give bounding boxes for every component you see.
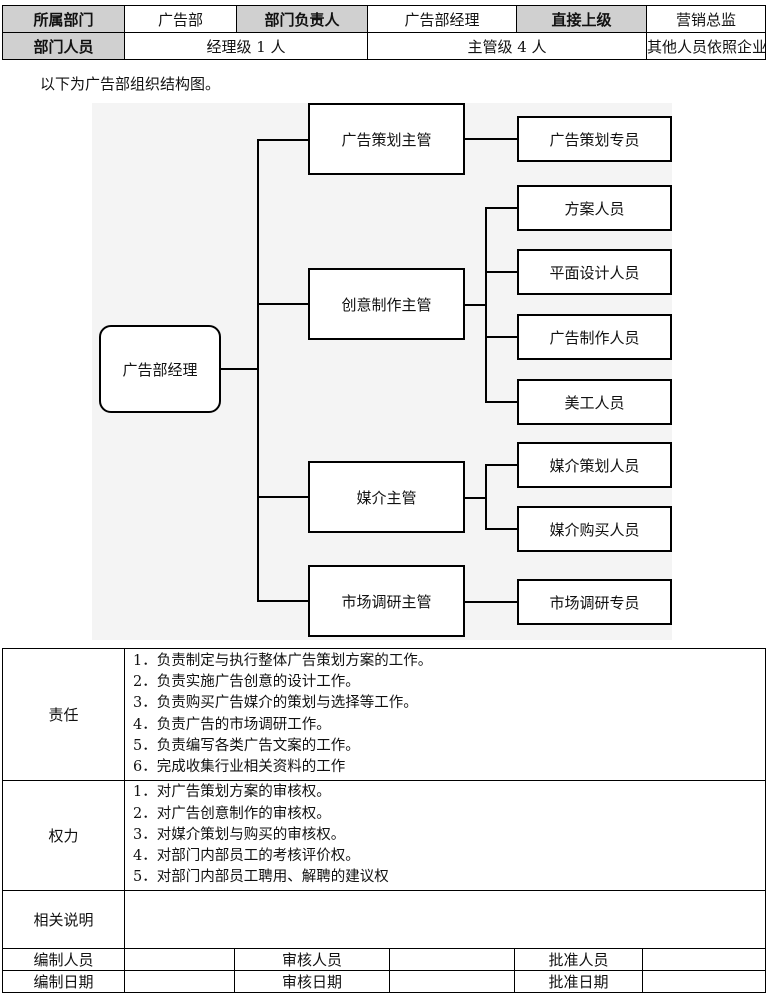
connector-line: [485, 464, 487, 530]
responsibility-list: 1．负责制定与执行整体广告策划方案的工作。 2．负责实施广告创意的设计工作。 3…: [123, 648, 767, 781]
connector-line: [257, 139, 308, 141]
connector-line: [465, 138, 517, 140]
dept-value: 广告部: [124, 5, 237, 33]
connector-line: [257, 496, 308, 498]
supervisor-box: 广告策划主管: [308, 103, 465, 175]
other-staff: 其他人员依照企业情况编制: [646, 32, 766, 60]
list-item: 1．对广告策划方案的审核权。: [133, 784, 331, 801]
list-item: 4．对部门内部员工的考核评价权。: [133, 848, 360, 865]
dept-label: 所属部门: [2, 5, 125, 33]
list-item: 5．负责编写各类广告文案的工作。: [133, 737, 360, 754]
list-item: 4．负责广告的市场调研工作。: [133, 716, 331, 733]
org-chart: 广告部经理 广告策划主管 创意制作主管 媒介主管 市场调研主管 广告策划专员 方…: [92, 103, 672, 640]
approved-by-label: 批准人员: [514, 948, 643, 971]
connector-line: [257, 139, 259, 601]
connector-line: [485, 528, 517, 530]
intro-text: 以下为广告部组织结构图。: [40, 75, 221, 93]
prepared-date-value: [124, 970, 235, 993]
org-root-box: 广告部经理: [99, 325, 221, 413]
supervisor-box: 媒介主管: [308, 461, 465, 533]
list-item: 1．负责制定与执行整体广告策划方案的工作。: [133, 652, 433, 669]
reviewed-date-value: [389, 970, 515, 993]
connector-line: [485, 271, 517, 273]
connector-line: [485, 207, 487, 403]
staff-box: 广告制作人员: [517, 314, 672, 360]
notes-value: [123, 890, 767, 949]
staff-box: 媒介购买人员: [517, 506, 672, 552]
connector-line: [257, 600, 308, 602]
duties-table: 责任 1．负责制定与执行整体广告策划方案的工作。 2．负责实施广告创意的设计工作…: [2, 648, 767, 993]
department-info-table: 所属部门 广告部 部门负责人 广告部经理 直接上级 营销总监 部门人员 经理级 …: [2, 5, 766, 60]
approved-date-label: 批准日期: [514, 970, 643, 993]
notes-label: 相关说明: [2, 890, 125, 949]
connector-line: [465, 601, 517, 603]
approved-date-value: [641, 970, 767, 993]
connector-line: [485, 401, 517, 403]
direct-superior-label: 直接上级: [516, 5, 647, 33]
list-item: 6．完成收集行业相关资料的工作: [133, 758, 346, 775]
reviewed-date-label: 审核日期: [234, 970, 390, 993]
connector-line: [485, 207, 517, 209]
manager-count: 经理级 1 人: [124, 32, 368, 60]
staff-box: 媒介策划人员: [517, 442, 672, 488]
reviewed-by-label: 审核人员: [234, 948, 390, 971]
responsibility-label: 责任: [2, 648, 125, 781]
connector-line: [221, 368, 258, 370]
approved-by-value: [641, 948, 767, 971]
authority-list: 1．对广告策划方案的审核权。 2．对广告创意制作的审核权。 3．对媒介策划与购买…: [123, 780, 767, 891]
list-item: 5．对部门内部员工聘用、解聘的建议权: [133, 869, 389, 886]
connector-line: [485, 464, 517, 466]
list-item: 2．负责实施广告创意的设计工作。: [133, 674, 360, 691]
staff-box: 市场调研专员: [517, 579, 672, 625]
connector-line: [465, 304, 486, 306]
connector-line: [485, 336, 517, 338]
list-item: 3．对媒介策划与购买的审核权。: [133, 826, 346, 843]
direct-superior-value: 营销总监: [646, 5, 766, 33]
dept-head-label: 部门负责人: [236, 5, 368, 33]
staff-box: 方案人员: [517, 185, 672, 231]
connector-line: [257, 303, 308, 305]
staff-box: 广告策划专员: [517, 116, 672, 162]
connector-line: [465, 497, 486, 499]
dept-staff-label: 部门人员: [2, 32, 125, 60]
list-item: 2．对广告创意制作的审核权。: [133, 805, 331, 822]
prepared-date-label: 编制日期: [2, 970, 125, 993]
prepared-by-value: [124, 948, 235, 971]
dept-head-value: 广告部经理: [367, 5, 517, 33]
list-item: 3．负责购买广告媒介的策划与选择等工作。: [133, 695, 418, 712]
staff-box: 美工人员: [517, 379, 672, 425]
reviewed-by-value: [389, 948, 515, 971]
supervisor-box: 创意制作主管: [308, 268, 465, 340]
prepared-by-label: 编制人员: [2, 948, 125, 971]
authority-label: 权力: [2, 780, 125, 891]
supervisor-box: 市场调研主管: [308, 565, 465, 637]
supervisor-count: 主管级 4 人: [367, 32, 647, 60]
staff-box: 平面设计人员: [517, 249, 672, 295]
